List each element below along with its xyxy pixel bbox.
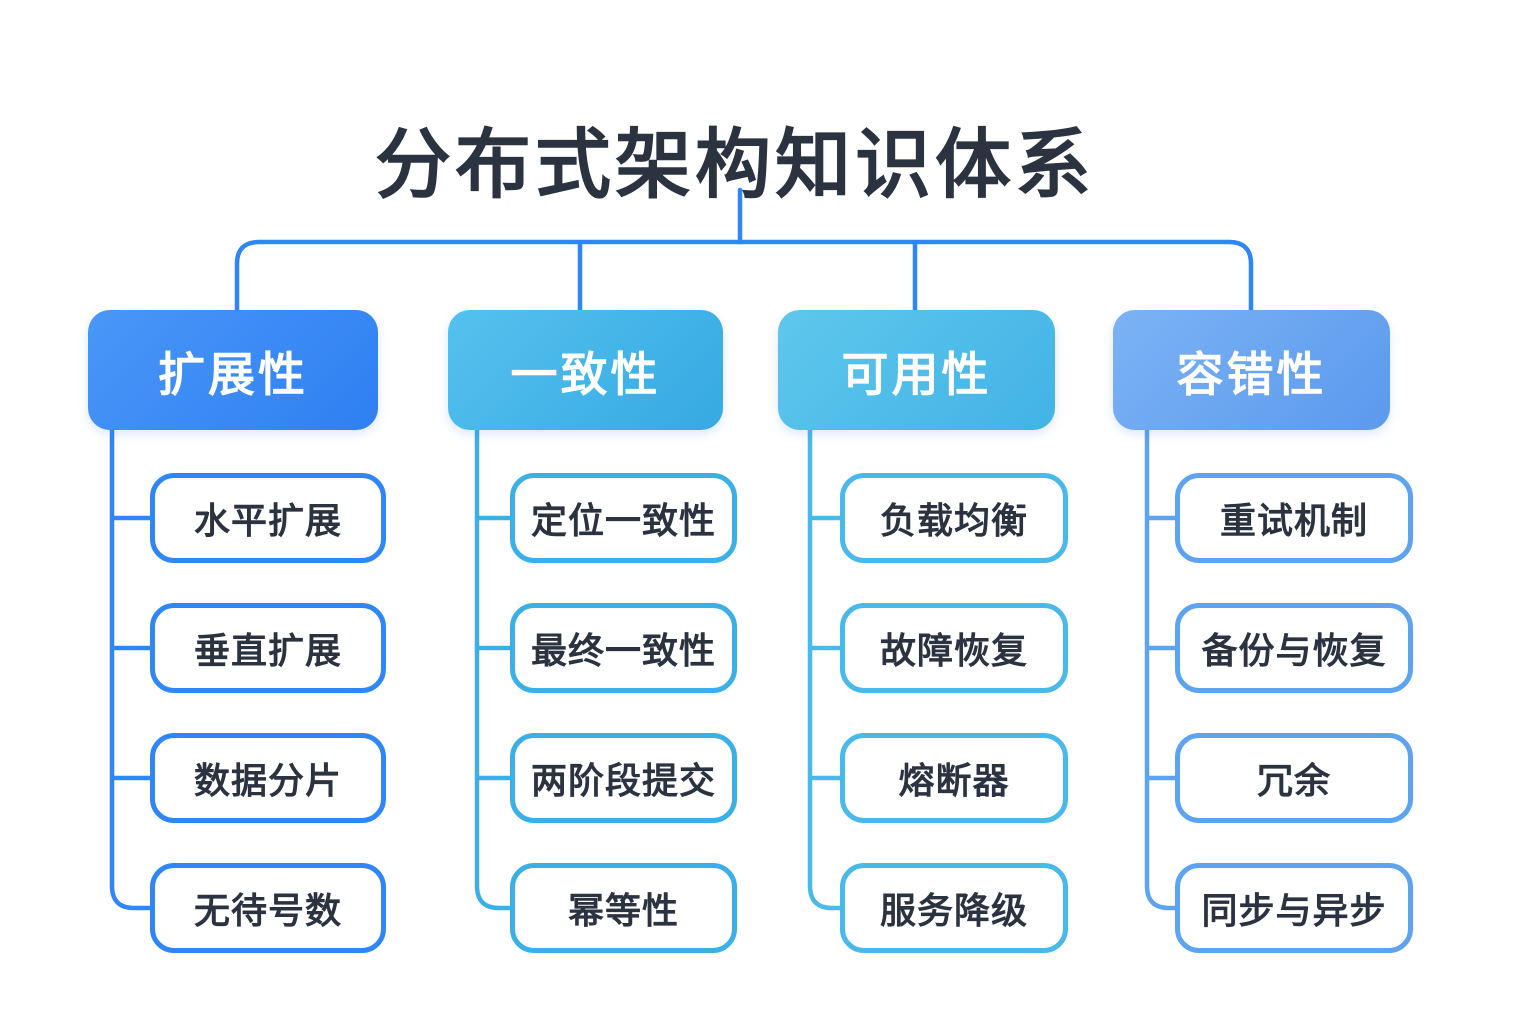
branch-connector-fault-tolerance <box>1144 427 1178 911</box>
branch-connector-scalability <box>109 427 153 911</box>
top-rail-connector <box>234 239 1254 315</box>
page-title: 分布式架构知识体系 <box>375 122 1095 208</box>
branch-connector-availability <box>807 427 843 911</box>
branch-connector-consistency <box>474 427 513 911</box>
